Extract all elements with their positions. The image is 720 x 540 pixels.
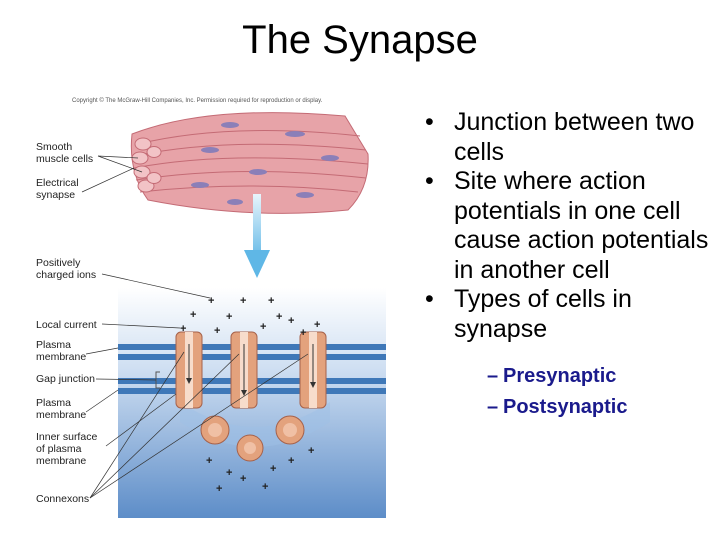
bullet-site: • Site where action potentials in one ce… (425, 167, 715, 285)
bullet-types: • Types of cells in synapse (425, 285, 715, 344)
svg-text:+: + (300, 327, 306, 339)
svg-text:+: + (260, 321, 266, 333)
svg-text:+: + (240, 295, 246, 307)
copyright-caption: Copyright © The McGraw-Hill Companies, I… (72, 97, 323, 104)
bullet-text: Junction between two cells (454, 108, 695, 166)
svg-text:+: + (276, 311, 282, 323)
svg-text:+: + (262, 481, 268, 493)
label-positive-2: charged ions (36, 269, 96, 281)
sub-bullet-list: – Presynaptic – Postsynaptic (425, 361, 715, 423)
svg-text:+: + (270, 463, 276, 475)
leader-lines (81, 155, 309, 499)
svg-text:+: + (268, 295, 274, 307)
bullet-marker: • (425, 285, 434, 313)
svg-text:+: + (190, 309, 196, 321)
svg-text:+: + (180, 323, 186, 335)
label-plasma-1b: membrane (36, 351, 86, 363)
svg-text:+: + (314, 319, 320, 331)
bullet-text: Types of cells in synapse (454, 285, 632, 343)
bullet-text: Site where action potentials in one cell… (454, 167, 709, 284)
label-gap-junction: Gap junction (36, 373, 95, 385)
label-connexons: Connexons (36, 493, 89, 505)
label-plasma-2b: membrane (36, 409, 86, 421)
label-electrical-2: synapse (36, 189, 75, 201)
svg-text:+: + (208, 295, 214, 307)
sub-bullet-presynaptic: – Presynaptic (487, 361, 715, 392)
label-local-current: Local current (36, 319, 97, 331)
bullet-marker: • (425, 167, 434, 195)
positive-ions: +++ +++ +++ +++ +++ +++ ++ (180, 295, 320, 495)
svg-text:+: + (288, 315, 294, 327)
svg-text:+: + (308, 445, 314, 457)
svg-text:+: + (206, 455, 212, 467)
sub-bullet-postsynaptic: – Postsynaptic (487, 392, 715, 423)
connexons (200, 415, 305, 462)
label-inner-1: Inner surface (36, 431, 97, 443)
synapse-figure: Copyright © The McGraw-Hill Companies, I… (36, 97, 386, 518)
bullet-marker: • (425, 108, 434, 136)
label-smooth-1: Smooth (36, 141, 72, 153)
svg-text:+: + (226, 467, 232, 479)
svg-text:+: + (240, 473, 246, 485)
svg-text:+: + (288, 455, 294, 467)
label-electrical-1: Electrical (36, 177, 79, 189)
bullet-list: • Junction between two cells • Site wher… (425, 108, 715, 423)
bullet-junction: • Junction between two cells (425, 108, 715, 167)
label-inner-2: of plasma (36, 443, 82, 455)
dash-marker: – (487, 396, 499, 418)
label-plasma-1a: Plasma (36, 339, 71, 351)
zoom-arrow (244, 194, 270, 278)
sub-bullet-text: Postsynaptic (503, 396, 628, 418)
dash-marker: – (487, 365, 499, 387)
svg-text:+: + (216, 483, 222, 495)
label-smooth-2: muscle cells (36, 153, 93, 165)
slide-title: The Synapse (242, 18, 478, 62)
label-inner-3: membrane (36, 455, 86, 467)
sub-bullet-text: Presynaptic (503, 365, 617, 387)
label-positive-1: Positively (36, 257, 81, 269)
label-plasma-2a: Plasma (36, 397, 71, 409)
svg-text:+: + (226, 311, 232, 323)
svg-text:+: + (214, 325, 220, 337)
gap-junction-channels (155, 331, 327, 409)
smooth-muscle-bundle (130, 112, 369, 214)
